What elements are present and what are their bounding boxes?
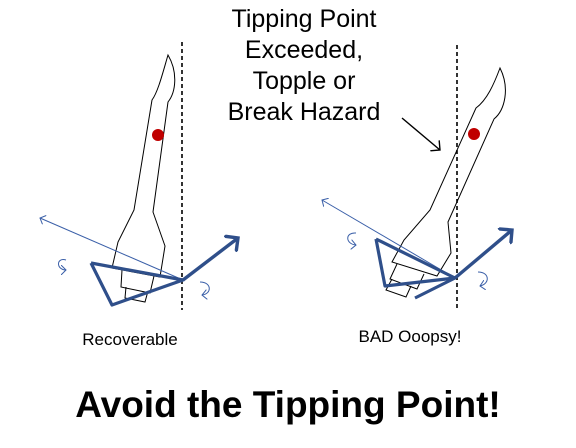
hazard-line-3: Topple or [252, 67, 356, 95]
right-panel [322, 45, 512, 310]
right-thick-base-line [374, 237, 457, 288]
right-rotation-arrow-right [477, 271, 488, 286]
hazard-annotation: Tipping Point Exceeded, Topple or Break … [192, 4, 416, 128]
hazard-line-2: Exceeded, [244, 36, 364, 64]
left-center-of-mass-dot [152, 129, 164, 141]
left-thick-base-line [89, 261, 185, 307]
left-rotation-arrow-right [199, 281, 210, 295]
left-caption: Recoverable [82, 330, 178, 349]
left-thick-force-arrow [181, 238, 238, 282]
hazard-line-1: Tipping Point [231, 5, 377, 33]
right-center-of-mass-dot [468, 128, 480, 140]
right-rotation-arrow-left [347, 232, 356, 245]
headline-title: Avoid the Tipping Point! [75, 384, 501, 425]
left-rotation-arrow-left [58, 259, 67, 270]
left-rocket-body [111, 53, 176, 303]
right-thick-force-arrow [453, 230, 512, 280]
left-thin-force-arrow [40, 218, 184, 281]
right-thin-force-arrow [322, 200, 456, 279]
hazard-pointer-arrow [401, 117, 440, 150]
hazard-line-4: Break Hazard [227, 98, 381, 126]
left-panel [40, 42, 238, 310]
right-thick-base-lower-line [414, 276, 456, 300]
right-caption: BAD Ooopsy! [358, 327, 462, 346]
